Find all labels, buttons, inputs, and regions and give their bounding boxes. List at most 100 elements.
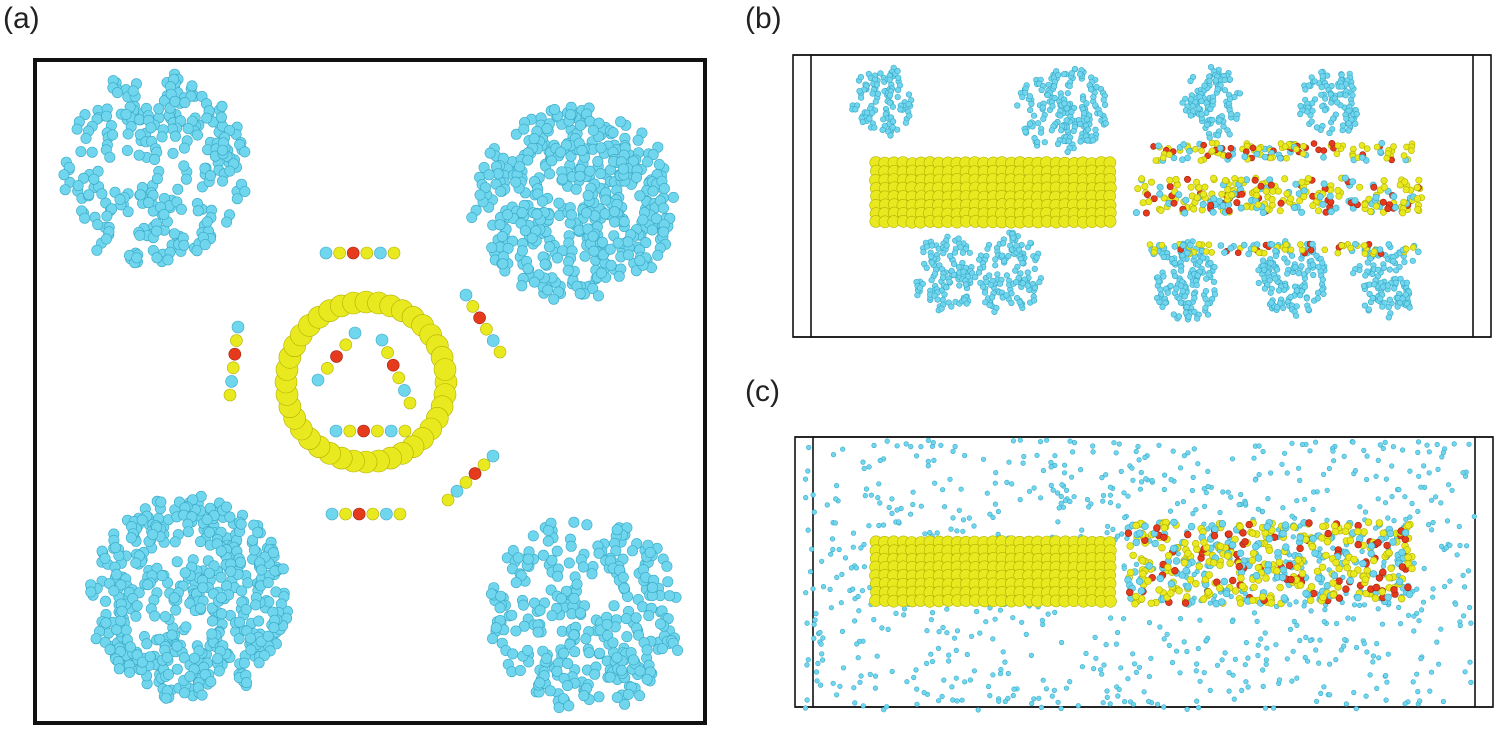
water-molecule — [587, 283, 599, 295]
water-molecule — [231, 193, 243, 205]
water-molecule — [867, 671, 873, 678]
water-molecule — [875, 495, 881, 501]
water-molecule — [551, 252, 563, 264]
water-molecule — [1407, 468, 1413, 474]
water-molecule — [188, 652, 200, 664]
oxygen-atom — [468, 467, 482, 480]
water-molecule — [883, 704, 890, 710]
water-molecule — [966, 515, 972, 521]
water-molecule — [1210, 278, 1218, 286]
water-molecule — [1061, 462, 1068, 468]
water-molecule — [1141, 522, 1149, 530]
water-molecule — [1179, 242, 1187, 249]
water-molecule — [1207, 63, 1215, 71]
water-molecule — [1184, 706, 1190, 712]
water-molecule — [542, 524, 554, 536]
water-molecule — [1019, 259, 1026, 267]
water-molecule — [565, 540, 577, 552]
water-molecule — [213, 665, 225, 677]
water-molecule — [1440, 450, 1446, 456]
oxygen-atom — [1251, 176, 1259, 184]
water-molecule — [1426, 470, 1432, 476]
water-molecule — [866, 464, 872, 470]
water-molecule — [1316, 193, 1324, 201]
water-molecule — [248, 544, 260, 556]
oxygen-atom — [1257, 182, 1265, 190]
water-molecule — [178, 239, 190, 251]
water-molecule — [618, 582, 630, 594]
water-molecule — [1120, 616, 1127, 622]
water-molecule — [1438, 626, 1444, 632]
molecular-layer — [1132, 174, 1426, 217]
water-molecule — [1267, 289, 1274, 296]
water-molecule — [205, 676, 217, 688]
water-molecule — [1468, 620, 1474, 626]
water-molecule — [1258, 636, 1264, 642]
water-molecule — [1173, 648, 1180, 654]
water-molecule — [1058, 705, 1064, 712]
water-molecule — [1169, 659, 1176, 666]
carbon-atom — [226, 361, 240, 375]
water-molecule — [83, 189, 95, 201]
water-molecule — [805, 527, 811, 533]
water-molecule — [1221, 249, 1228, 256]
panel-b-initial-box — [792, 54, 1492, 338]
water-molecule — [1334, 99, 1341, 106]
water-molecule — [1290, 534, 1296, 540]
water-molecule — [1191, 446, 1197, 452]
water-molecule — [998, 252, 1006, 259]
oxygen-atom — [1166, 183, 1174, 191]
water-molecule — [1172, 557, 1181, 565]
water-molecule — [948, 303, 955, 310]
water-molecule — [1026, 106, 1034, 114]
water-molecule — [1236, 502, 1242, 508]
water-molecule — [72, 180, 84, 192]
water-molecule — [990, 672, 996, 678]
carbon-atom — [1103, 215, 1117, 228]
water-molecule — [1370, 653, 1376, 659]
water-molecule — [120, 624, 132, 636]
water-molecule — [1198, 111, 1205, 118]
water-molecule — [1364, 649, 1370, 655]
water-molecule — [1058, 493, 1064, 500]
water-molecule — [906, 112, 913, 119]
water-molecule — [914, 686, 920, 692]
water-molecule — [1291, 618, 1297, 625]
water-molecule — [564, 109, 576, 121]
water-molecule — [913, 453, 920, 459]
water-molecule — [1133, 669, 1139, 676]
water-molecule — [1031, 696, 1037, 702]
carbon-atom — [1197, 157, 1205, 164]
water-molecule — [968, 633, 975, 639]
water-molecule — [824, 502, 830, 508]
oxygen-atom — [1225, 152, 1232, 159]
water-molecule — [199, 668, 211, 680]
water-molecule — [806, 444, 812, 451]
water-molecule — [599, 208, 611, 220]
water-molecule — [221, 216, 233, 228]
carbon-atom — [403, 396, 417, 410]
water-molecule — [1187, 112, 1194, 119]
water-molecule — [1090, 449, 1096, 455]
water-molecule — [1307, 448, 1313, 454]
water-molecule — [1138, 479, 1145, 485]
water-molecule — [562, 657, 574, 669]
water-molecule — [1326, 130, 1333, 137]
water-molecule — [852, 700, 858, 706]
water-molecule — [1142, 454, 1148, 461]
water-molecule — [1133, 561, 1140, 568]
carbon-atom — [1364, 518, 1373, 526]
water-molecule — [828, 605, 835, 611]
water-molecule — [238, 657, 250, 669]
water-molecule — [1151, 539, 1159, 548]
water-droplet — [975, 229, 1044, 316]
molecular-layer — [1124, 518, 1416, 608]
oxygen-atom — [1328, 140, 1336, 147]
water-molecule — [611, 691, 623, 703]
water-molecule — [1061, 100, 1068, 107]
water-droplet — [485, 516, 684, 713]
water-molecule — [1039, 104, 1046, 111]
water-molecule — [1268, 241, 1276, 248]
water-molecule — [184, 597, 196, 609]
water-molecule — [819, 558, 825, 564]
